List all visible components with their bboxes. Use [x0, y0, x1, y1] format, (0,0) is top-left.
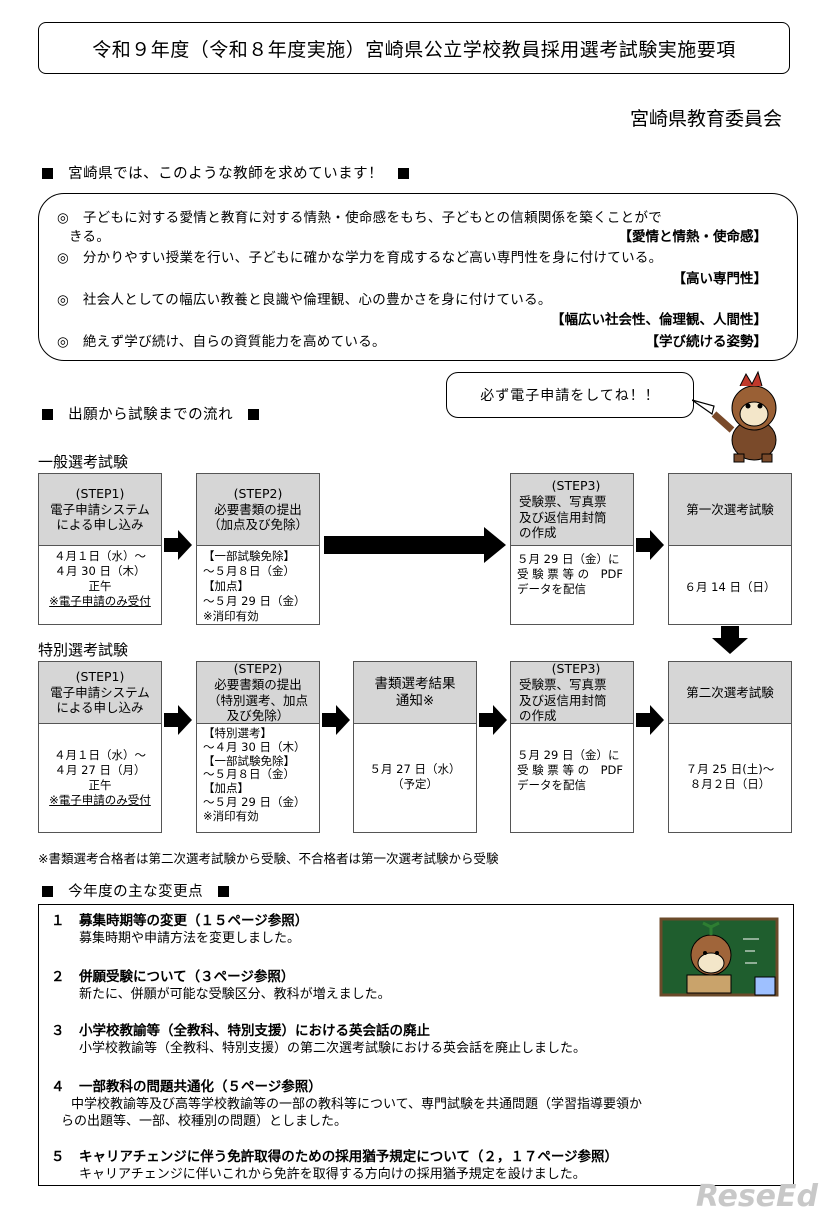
ideal-tag-3: 【幅広い社会性、倫理観、人間性】: [551, 312, 767, 328]
ideal-item-1-cont: きる。: [69, 229, 111, 245]
long-arrow-right-icon: [324, 527, 506, 563]
arrow-right-icon: [636, 705, 664, 735]
change-item-4-body-cont: らの出題等、一部、校種別の問題）としました。: [61, 1114, 348, 1129]
square-bullet-icon: [42, 886, 53, 897]
blackboard-mascot-icon: [659, 917, 779, 997]
arrow-right-icon: [322, 705, 350, 735]
arrow-right-icon: [479, 705, 507, 735]
general-exam1: 第一次選考試験 ６月 14 日（日）: [668, 473, 792, 625]
change-item-4-body: 中学校教諭等及び高等学校教諭等の一部の教科等について、専門試験を共通問題（学習指…: [71, 1097, 642, 1112]
changes-heading: 今年度の主な変更点: [42, 880, 230, 901]
square-bullet-icon: [248, 409, 260, 420]
special-step2: (STEP2) 必要書類の提出 （特別選考、加点 及び免除） 【特別選考】 ～４…: [196, 661, 320, 833]
mascot-icon: [692, 370, 777, 463]
ideal-item-1: ◎ 子どもに対する愛情と教育に対する情熱・使命感をもち、子どもとの信頼関係を築く…: [57, 210, 663, 226]
square-bullet-icon: [42, 168, 53, 179]
ideal-tag-2: 【高い専門性】: [672, 271, 768, 287]
document-title: 令和９年度（令和８年度実施）宮崎県公立学校教員採用選考試験実施要項: [38, 22, 790, 74]
ideal-item-3: ◎ 社会人としての幅広い教養と良識や倫理観、心の豊かさを身に付けている。: [57, 292, 552, 308]
flow-heading: 出願から試験までの流れ: [42, 403, 260, 424]
arrow-right-icon: [164, 705, 192, 735]
change-item-1-body: 募集時期や申請方法を変更しました。: [79, 931, 301, 946]
general-step3: (STEP3) 受験票、写真票 及び返信用封筒 の作成 ５月 29 日（金）に …: [510, 473, 634, 625]
flow-footnote: ※書類選考合格者は第二次選考試験から受験、不合格者は第一次選考試験から受験: [38, 851, 499, 866]
square-bullet-icon: [398, 168, 410, 179]
general-track-label: 一般選考試験: [38, 453, 129, 471]
arrow-right-icon: [164, 530, 192, 560]
square-bullet-icon: [218, 886, 230, 897]
special-result: 書類選考結果 通知※ ５月 27 日（水） （予定）: [353, 661, 477, 833]
arrow-down-icon: [712, 626, 748, 654]
ideal-heading: 宮崎県では、このような教師を求めています！: [42, 162, 410, 183]
ideal-item-4: ◎ 絶えず学び続け、自らの資質能力を高めている。: [57, 334, 386, 350]
watermark-logo: ReseEd: [695, 1179, 818, 1214]
ideal-teacher-box: ◎ 子どもに対する愛情と教育に対する情熱・使命感をもち、子どもとの信頼関係を築く…: [38, 193, 798, 361]
change-item-2-body: 新たに、併願が可能な受験区分、教科が増えました。: [79, 987, 391, 1002]
special-exam2: 第二次選考試験 ７月 25 日(土)～ ８月２日（日）: [668, 661, 792, 833]
ideal-item-2: ◎ 分かりやすい授業を行い、子どもに確かな学力を育成するなど高い専門性を身に付け…: [57, 250, 663, 266]
change-item-5-body: キャリアチェンジに伴いこれから免許を取得する方向けの採用猶予規定を設けました。: [79, 1167, 586, 1182]
general-step2: (STEP2) 必要書類の提出 （加点及び免除） 【一部試験免除】 ～５月８日（…: [196, 473, 320, 625]
square-bullet-icon: [42, 409, 53, 420]
organization-name: 宮崎県教育委員会: [629, 108, 782, 130]
arrow-right-icon: [636, 530, 664, 560]
speech-bubble: 必ず電子申請をしてね！！: [446, 372, 694, 418]
ideal-tag-4: 【学び続ける姿勢】: [645, 334, 768, 350]
ideal-tag-1: 【愛情と情熱・使命感】: [618, 229, 768, 245]
change-item-3-body: 小学校教諭等（全教科、特別支援）の第二次選考試験における英会話を廃止しました。: [79, 1041, 587, 1056]
general-step1: (STEP1) 電子申請システム による申し込み ４月１日（水）～ ４月 30 …: [38, 473, 162, 625]
special-step3: (STEP3) 受験票、写真票 及び返信用封筒 の作成 ５月 29 日（金）に …: [510, 661, 634, 833]
special-step1: (STEP1) 電子申請システム による申し込み ４月１日（水）～ ４月 27 …: [38, 661, 162, 833]
special-track-label: 特別選考試験: [38, 641, 129, 659]
